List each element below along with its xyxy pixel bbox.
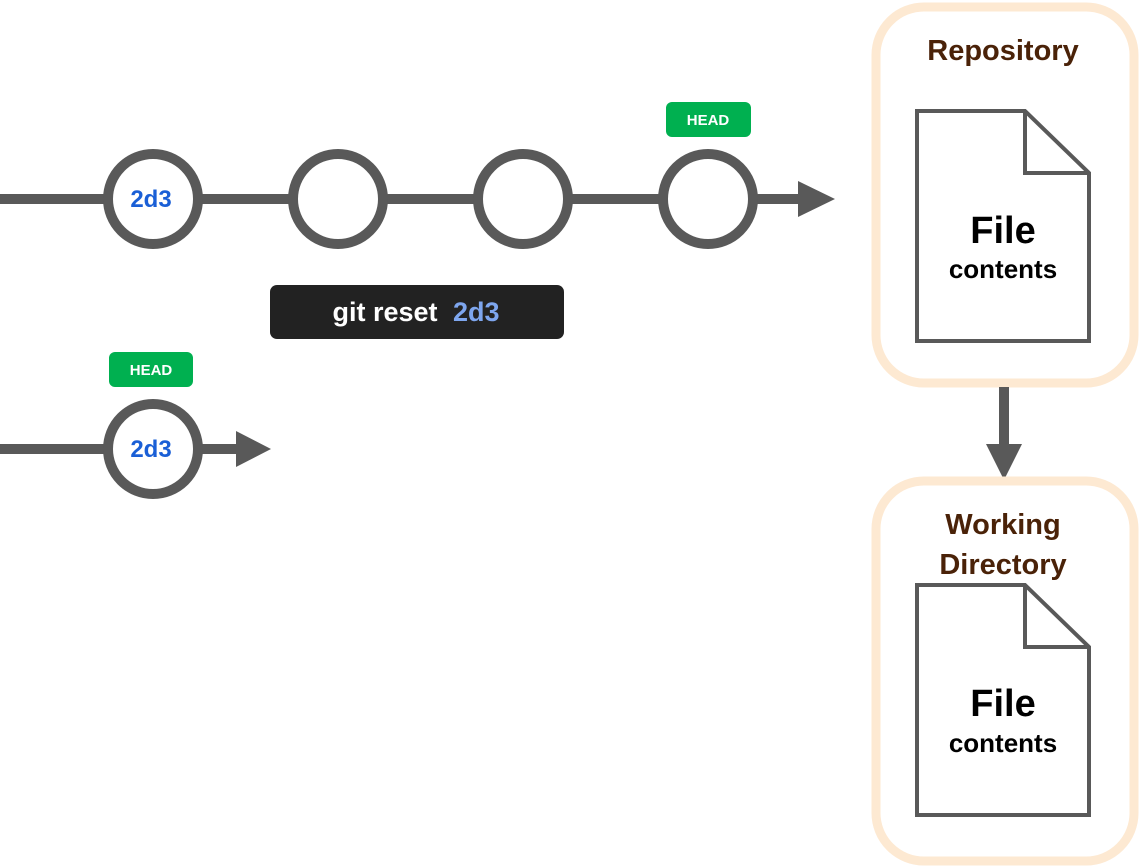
- head-badge-label: HEAD: [130, 362, 173, 379]
- command-target: 2d3: [453, 297, 500, 327]
- file-subtitle: contents: [949, 728, 1057, 758]
- commit-node: [288, 149, 388, 249]
- commit-hash: 2d3: [130, 186, 171, 213]
- working-directory-title-line1: Working: [945, 509, 1060, 541]
- commit-node-head: [658, 149, 758, 249]
- commit-node: [473, 149, 573, 249]
- before-timeline-arrowhead: [798, 181, 835, 217]
- working-directory-title-line2: Directory: [939, 549, 1066, 581]
- commit-hash: 2d3: [130, 436, 171, 463]
- file-title: File: [970, 683, 1035, 725]
- file-title: File: [970, 210, 1035, 252]
- file-icon: File contents: [915, 109, 1091, 343]
- repository-title: Repository: [927, 35, 1078, 67]
- commit-node-head: 2d3: [103, 399, 203, 499]
- working-directory-panel: Working Directory File contents: [871, 476, 1139, 866]
- file-icon: File contents: [915, 583, 1091, 817]
- head-badge: HEAD: [666, 102, 751, 137]
- head-badge: HEAD: [109, 352, 193, 387]
- after-timeline-arrowhead: [236, 431, 271, 467]
- command-text: git reset 2d3: [332, 297, 499, 327]
- before-timeline: 2d3 HEAD: [0, 102, 835, 249]
- down-arrow: [986, 387, 1022, 480]
- commit-node: 2d3: [103, 149, 203, 249]
- repository-panel: Repository File contents: [871, 2, 1139, 388]
- command-prefix: git reset: [332, 297, 437, 327]
- command-label: git reset 2d3: [270, 285, 564, 339]
- after-timeline: 2d3 HEAD: [0, 352, 271, 499]
- head-badge-label: HEAD: [687, 112, 730, 129]
- file-subtitle: contents: [949, 254, 1057, 284]
